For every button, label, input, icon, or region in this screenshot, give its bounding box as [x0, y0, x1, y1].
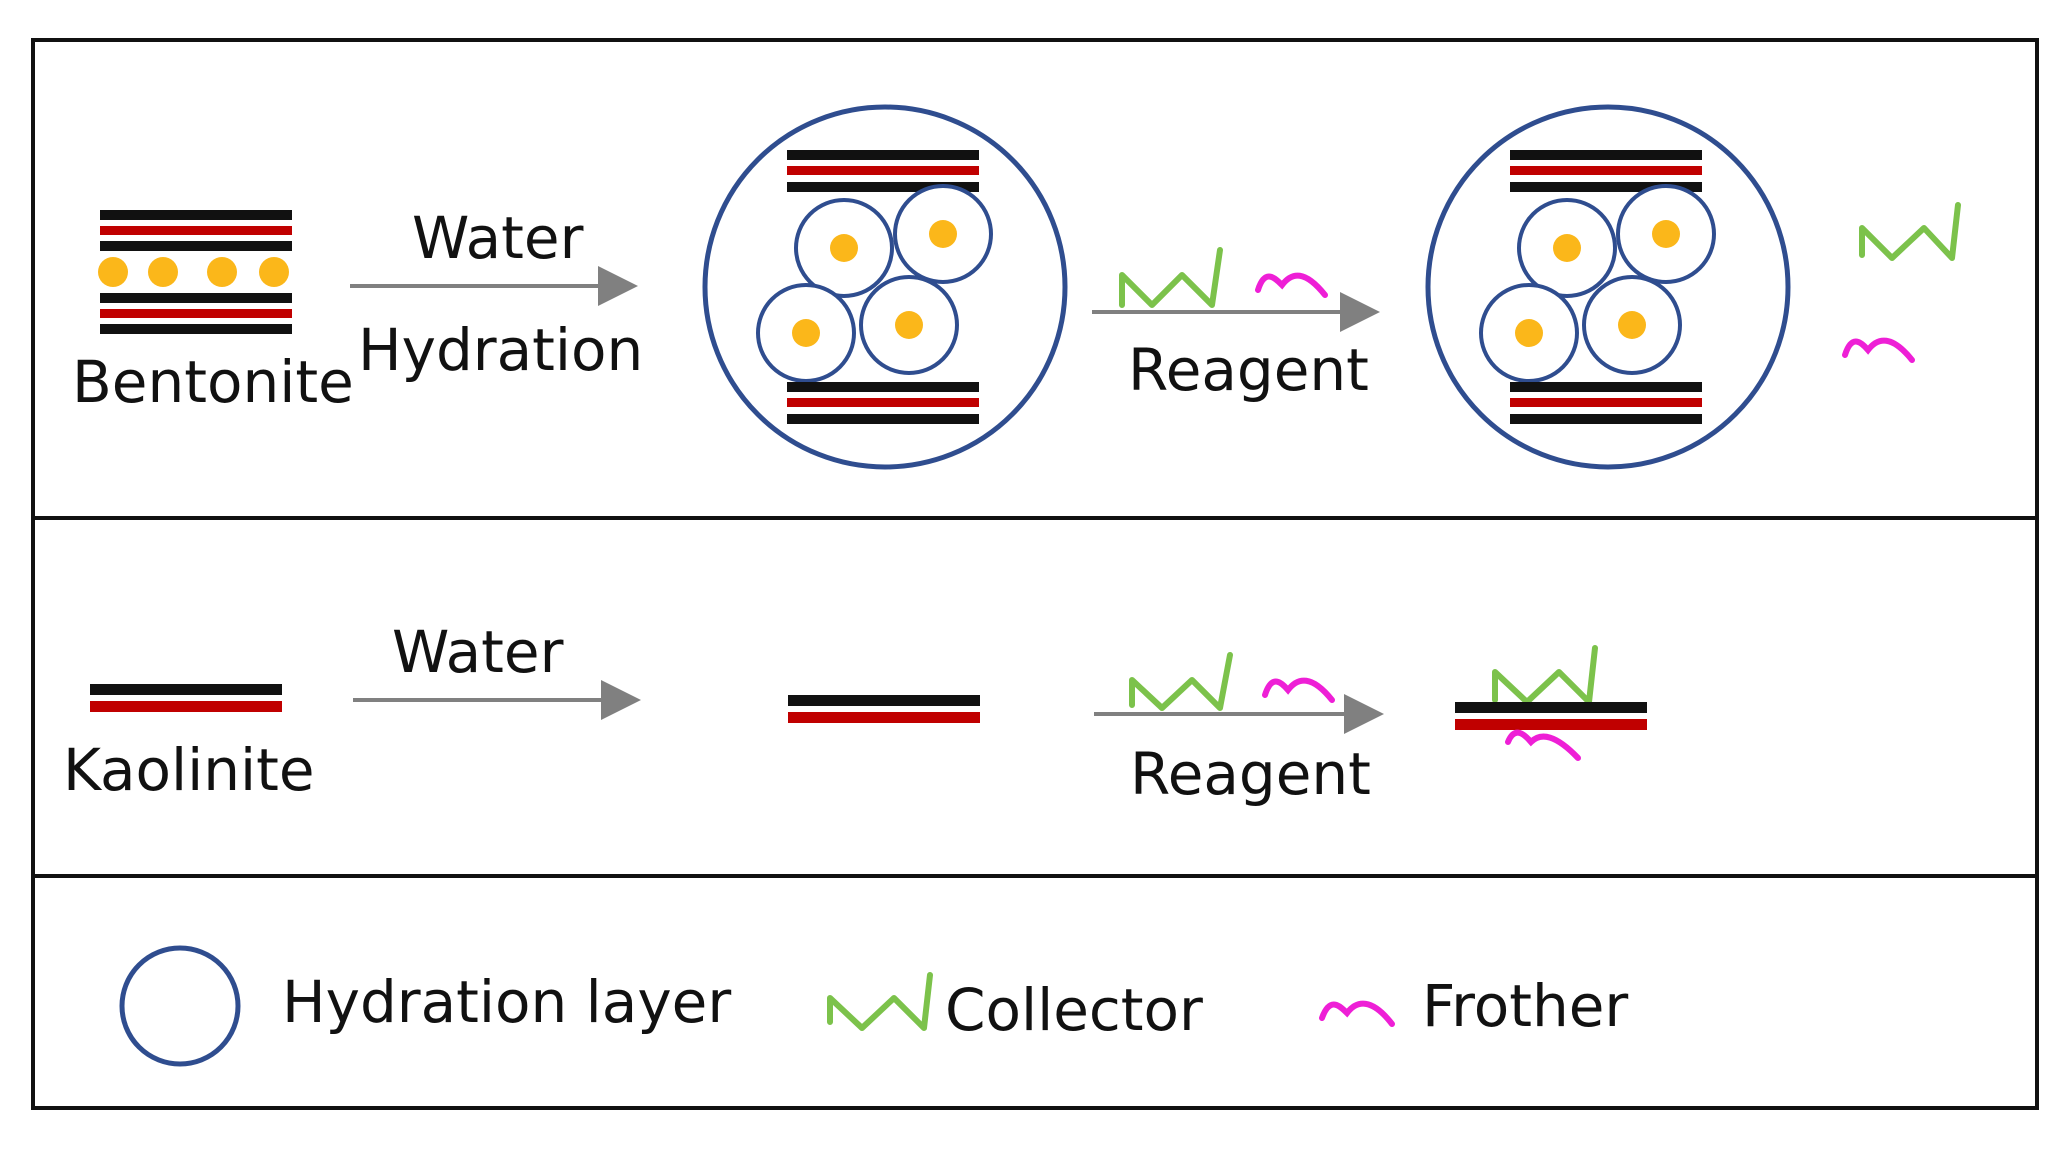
frother-molecule: [1255, 272, 1328, 298]
outer-frame: [31, 38, 2039, 1110]
frother-adsorbed: [1505, 729, 1581, 761]
kaolinite-with-reagent: [1455, 645, 1647, 761]
legend: Hydration layer Collector Frother: [119, 945, 1628, 1067]
kaolinite-hydrated: [788, 695, 980, 723]
legend-frother-label: Frother: [1422, 972, 1628, 1040]
cation-dot: [259, 257, 289, 287]
hydrated-bentonite: [702, 104, 1068, 470]
hydrated-bentonite-after: [1425, 104, 1791, 470]
cation-dot: [148, 257, 178, 287]
cation-dot: [207, 257, 237, 287]
hydration-layer-circle: [702, 104, 1068, 470]
kaolinite-label: Kaolinite: [63, 736, 315, 804]
water-label-mid: Water: [392, 618, 564, 686]
reagent-label-mid: Reagent: [1130, 740, 1371, 808]
bentonite-stack: [98, 210, 292, 334]
kaolinite-stack: [90, 684, 282, 712]
legend-hydration-layer-label: Hydration layer: [282, 968, 731, 1036]
legend-collector-icon: [827, 972, 933, 1031]
hydration-label: Hydration: [358, 316, 643, 384]
frother-molecule-free: [1842, 337, 1915, 363]
legend-frother-icon: [1319, 1000, 1395, 1027]
cation-dot: [98, 257, 128, 287]
water-label-top: Water: [412, 204, 584, 272]
frother-molecule: [1262, 677, 1335, 703]
legend-collector-label: Collector: [945, 976, 1203, 1044]
hydration-layer-circle: [1425, 104, 1791, 470]
reagent-label-top: Reagent: [1128, 336, 1369, 404]
collector-molecule: [1119, 247, 1223, 308]
bentonite-label: Bentonite: [72, 348, 354, 416]
legend-hydration-layer-icon: [119, 945, 241, 1067]
collector-molecule: [1129, 652, 1233, 711]
collector-molecule-free: [1859, 202, 1961, 261]
collector-adsorbed: [1492, 645, 1598, 705]
